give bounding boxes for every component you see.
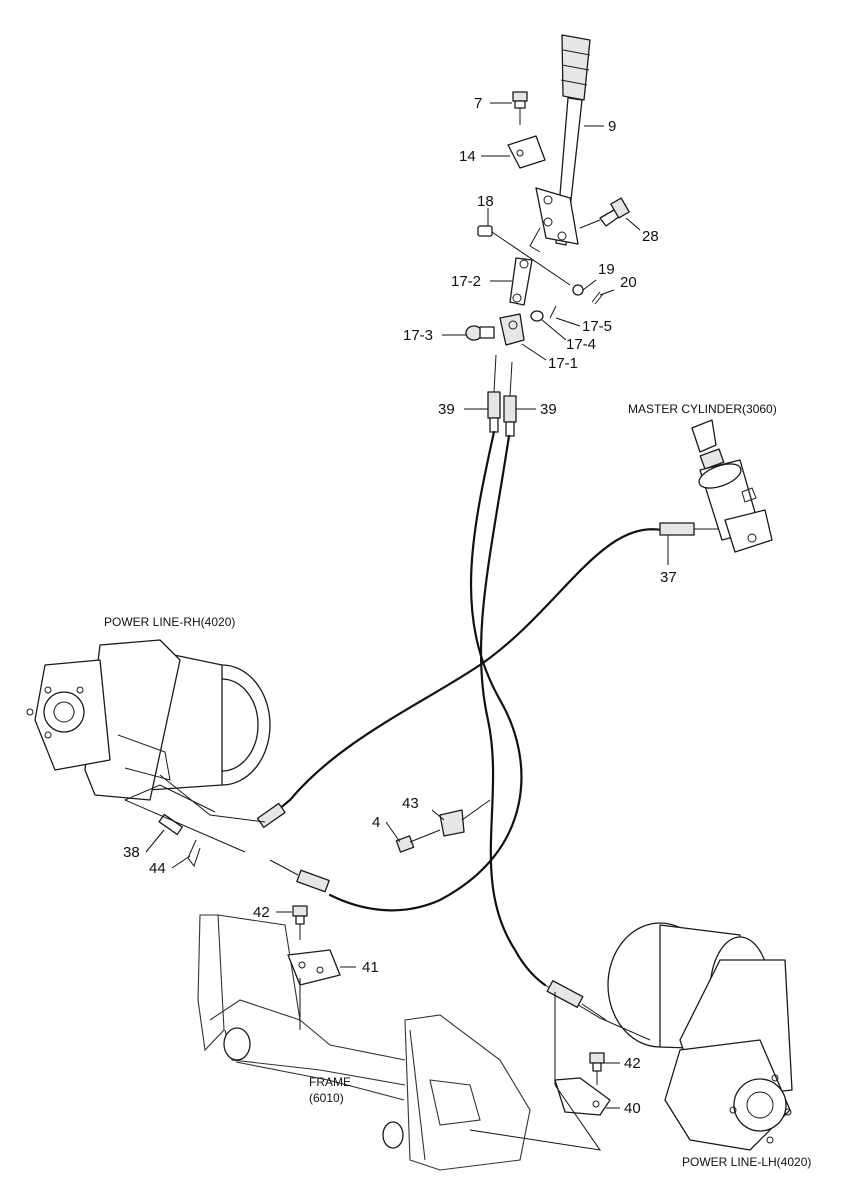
callout-28: 28 <box>642 228 659 245</box>
callout-18: 18 <box>477 193 494 210</box>
callout-20: 20 <box>620 274 637 291</box>
callout-19: 19 <box>598 261 615 278</box>
washer-17-4 <box>530 310 544 322</box>
callout-4: 4 <box>372 814 380 831</box>
callout-40: 40 <box>624 1100 641 1117</box>
callout-42-right: 42 <box>624 1055 641 1072</box>
callout-44: 44 <box>149 860 166 877</box>
callout-9: 9 <box>608 118 616 135</box>
bolt-4 <box>395 829 441 853</box>
bracket-14 <box>507 135 546 169</box>
callout-39-right: 39 <box>540 401 557 418</box>
callout-17-3: 17-3 <box>403 327 433 344</box>
parking-cable-39-right <box>479 361 547 987</box>
bolt-28 <box>579 197 630 229</box>
callout-7: 7 <box>474 95 482 112</box>
callout-38: 38 <box>123 844 140 861</box>
split-pin-20 <box>591 291 604 305</box>
equalizer-17-1 <box>499 313 525 346</box>
leader-lines <box>124 102 669 1151</box>
bolt-7 <box>512 91 528 125</box>
label-power-line-rh: POWER LINE-RH(4020) <box>104 615 235 629</box>
bolt-42-right <box>589 1052 605 1085</box>
master-cylinder <box>691 419 773 553</box>
callout-17-2: 17-2 <box>451 273 481 290</box>
clevis-pin-17-3 <box>465 325 495 341</box>
callout-17-5: 17-5 <box>582 318 612 335</box>
cable-37 <box>256 522 720 829</box>
parking-cable-39-left <box>328 354 523 912</box>
bracket-40 <box>554 1077 611 1116</box>
link-17-2 <box>509 257 533 306</box>
bracket-41 <box>287 949 341 986</box>
callout-41: 41 <box>362 959 379 976</box>
cable-fitting-right <box>546 980 607 1021</box>
label-frame: FRAME <box>309 1075 351 1089</box>
bolt-42-left <box>292 905 308 940</box>
frame-structure <box>197 914 531 1171</box>
label-master-cylinder: MASTER CYLINDER(3060) <box>628 402 777 416</box>
callout-17-4: 17-4 <box>566 336 596 353</box>
callout-42-left: 42 <box>253 904 270 921</box>
washer-19 <box>572 284 584 296</box>
power-line-rh <box>26 639 271 823</box>
parking-brake-lever <box>529 34 591 253</box>
callout-39-left: 39 <box>438 401 455 418</box>
callout-37: 37 <box>660 569 677 586</box>
split-pin-17-5 <box>549 305 557 319</box>
callout-14: 14 <box>459 148 476 165</box>
callout-43: 43 <box>402 795 419 812</box>
clip-44 <box>187 839 201 868</box>
label-power-line-lh: POWER LINE-LH(4020) <box>682 1155 811 1169</box>
callout-17-1: 17-1 <box>548 355 578 372</box>
power-line-lh <box>544 922 793 1151</box>
pin-18 <box>477 225 571 286</box>
cable-fitting-left <box>269 859 330 893</box>
label-frame-code: (6010) <box>309 1091 344 1105</box>
clip-43 <box>439 799 491 837</box>
